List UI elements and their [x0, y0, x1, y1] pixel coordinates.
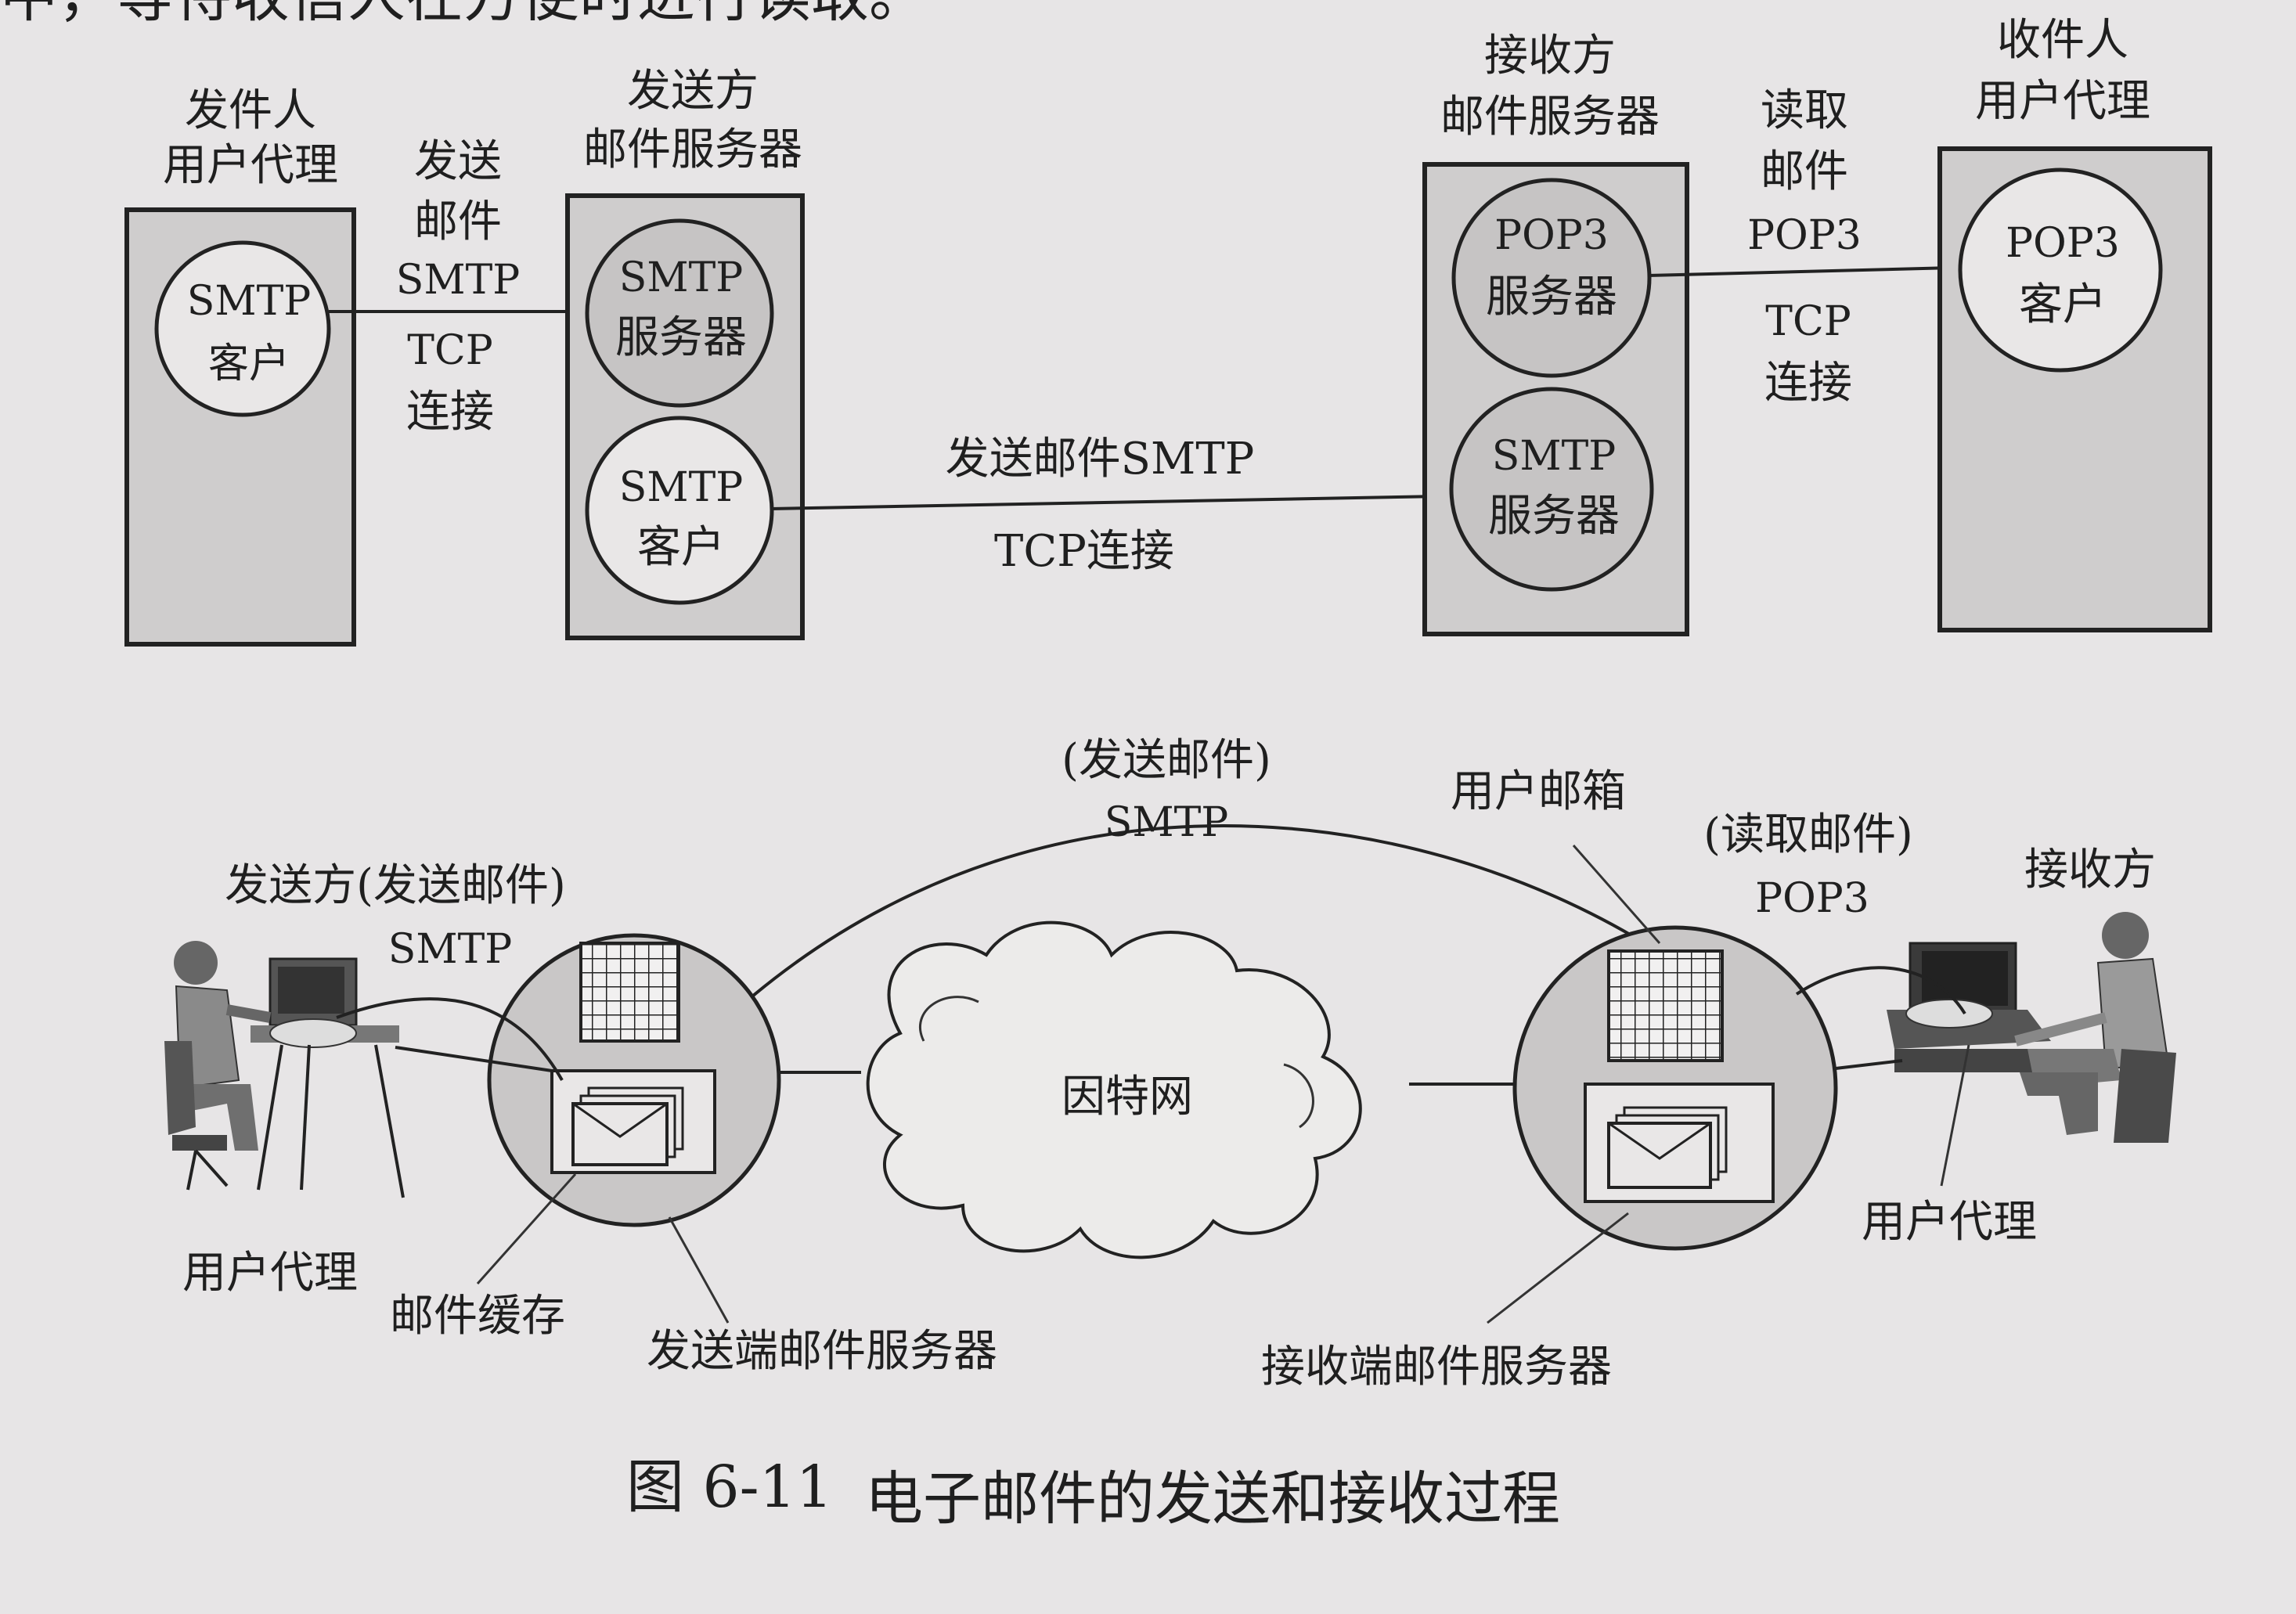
receiver-server-node [1512, 925, 1838, 1251]
arrow2-top: 发送邮件SMTP [946, 434, 1255, 485]
arrow1-line5: 连接 [406, 387, 494, 438]
receiver-person-icon [1887, 912, 2176, 1143]
smtp-arc-label-1: (发送邮件) [1061, 735, 1271, 786]
receiver-ua-pointer [1940, 1044, 1970, 1187]
sender-person-icon [164, 941, 405, 1198]
arrow3-line1: 读取 [1761, 85, 1848, 136]
sender-label-2: SMTP [388, 926, 513, 973]
receiver-mail-server: 接收方 邮件服务器 POP3 服务器 SMTP 服务器 [1422, 31, 1689, 636]
pop3-client-line1: POP3 [2006, 220, 2120, 267]
receiver-ua-link-1 [1795, 966, 1966, 1015]
recv-server-pointer [1487, 1212, 1629, 1324]
smtp-arc [625, 824, 1677, 1129]
internet-cloud: 因特网 [866, 920, 1362, 1259]
arrow1-line1: 发送 [414, 136, 502, 187]
envelope-icon [1607, 1106, 1728, 1189]
pop-label-2: POP3 [1755, 875, 1869, 922]
sender-server-title-1: 发送方 [627, 66, 759, 117]
recv-server-label: 接收端邮件服务器 [1261, 1342, 1612, 1392]
arrow1-line3: SMTP [396, 257, 521, 304]
sender-ua-title-1: 发件人 [185, 85, 316, 136]
smtp-client-line1: SMTP [187, 278, 312, 325]
arrow3-line4: TCP [1765, 298, 1851, 345]
arrow3-line2: 邮件 [1761, 146, 1848, 197]
receiver-ua-link-2 [1835, 1059, 1903, 1070]
smtp-server-circle [585, 218, 774, 408]
pop-label-1: (读取邮件) [1703, 809, 1913, 860]
smtp-arc-label-2: SMTP [1105, 799, 1229, 846]
smtp-server-line1: SMTP [619, 254, 744, 301]
smtp-server-circle-recv [1449, 387, 1654, 592]
recv-smtp-line2: 服务器 [1488, 491, 1620, 542]
sender-ua-title-2: 用户代理 [163, 140, 338, 191]
receiver-server-title-2: 邮件服务器 [1440, 92, 1660, 142]
pop3-server-circle [1451, 178, 1652, 378]
arrow-send-smtp-1: 发送 邮件 SMTP TCP 连接 [329, 136, 582, 438]
arrow3-line5: 连接 [1764, 358, 1852, 409]
send-server-label: 发送端邮件服务器 [647, 1326, 997, 1377]
arrow-read-pop3: 读取 邮件 POP3 TCP 连接 [1647, 85, 1955, 409]
pop3-server-line2: 服务器 [1486, 272, 1617, 322]
smtp-client-circle-2 [585, 416, 774, 605]
receiver-label: 接收方 [2024, 845, 2156, 895]
sender-mail-server: 发送方 邮件服务器 SMTP 服务器 SMTP 客户 [565, 66, 805, 640]
smtp-client2-line1: SMTP [619, 464, 744, 511]
sender-ua-link-2 [395, 1046, 553, 1072]
pop3-client-circle [1958, 168, 2163, 373]
caption-title: 电子邮件的发送和接收过程 [865, 1465, 1560, 1533]
smtp-client2-line2: 客户 [637, 522, 725, 573]
mailbox-label: 用户邮箱 [1451, 766, 1626, 817]
send-server-pointer [668, 1216, 730, 1324]
mailbox-pointer [1572, 845, 1661, 944]
receiver-user-agent: 收件人 用户代理 POP3 客户 [1937, 15, 2212, 632]
mail-cache-label: 邮件缓存 [390, 1291, 565, 1342]
pop3-client-line2: 客户 [2019, 279, 2107, 330]
arrow1-line2: 邮件 [414, 196, 502, 247]
receiver-server-title-1: 接收方 [1484, 31, 1616, 81]
arrow2-bottom: TCP连接 [994, 526, 1174, 577]
header-fragment: 中，等待收信人在方便时进行读取。 [0, 0, 927, 30]
arrow-send-smtp-2: 发送邮件SMTP TCP连接 [770, 434, 1442, 577]
sender-ua-link-1 [336, 997, 564, 1081]
receiver-ua-title-1: 收件人 [1997, 15, 2128, 66]
arrow3-line3: POP3 [1747, 212, 1862, 259]
sender-server-node [487, 933, 781, 1227]
sender-user-agent: 发件人 用户代理 SMTP 客户 [124, 85, 356, 647]
receiver-ua-title-2: 用户代理 [1975, 76, 2150, 127]
internet-label: 因特网 [1061, 1072, 1193, 1122]
sender-label-1: 发送方(发送邮件) [225, 860, 566, 911]
recv-smtp-line1: SMTP [1492, 433, 1617, 480]
smtp-client-circle [154, 240, 331, 417]
sender-ua-label: 用户代理 [182, 1248, 358, 1299]
receiver-ua-label: 用户代理 [1862, 1197, 2037, 1248]
pop3-server-line1: POP3 [1494, 212, 1609, 259]
sender-mailbox-grid [579, 942, 680, 1043]
caption-number: 图 6-11 [626, 1454, 833, 1521]
mail-cache-pointer [476, 1173, 577, 1284]
envelope-icon [571, 1086, 684, 1166]
receiver-mailbox-grid [1607, 949, 1724, 1062]
smtp-client-line2: 客户 [208, 340, 290, 387]
smtp-server-line2: 服务器 [615, 312, 747, 363]
sender-server-title-2: 邮件服务器 [583, 124, 802, 175]
cloud-shape [866, 920, 1362, 1259]
arrow1-line4: TCP [407, 327, 492, 374]
